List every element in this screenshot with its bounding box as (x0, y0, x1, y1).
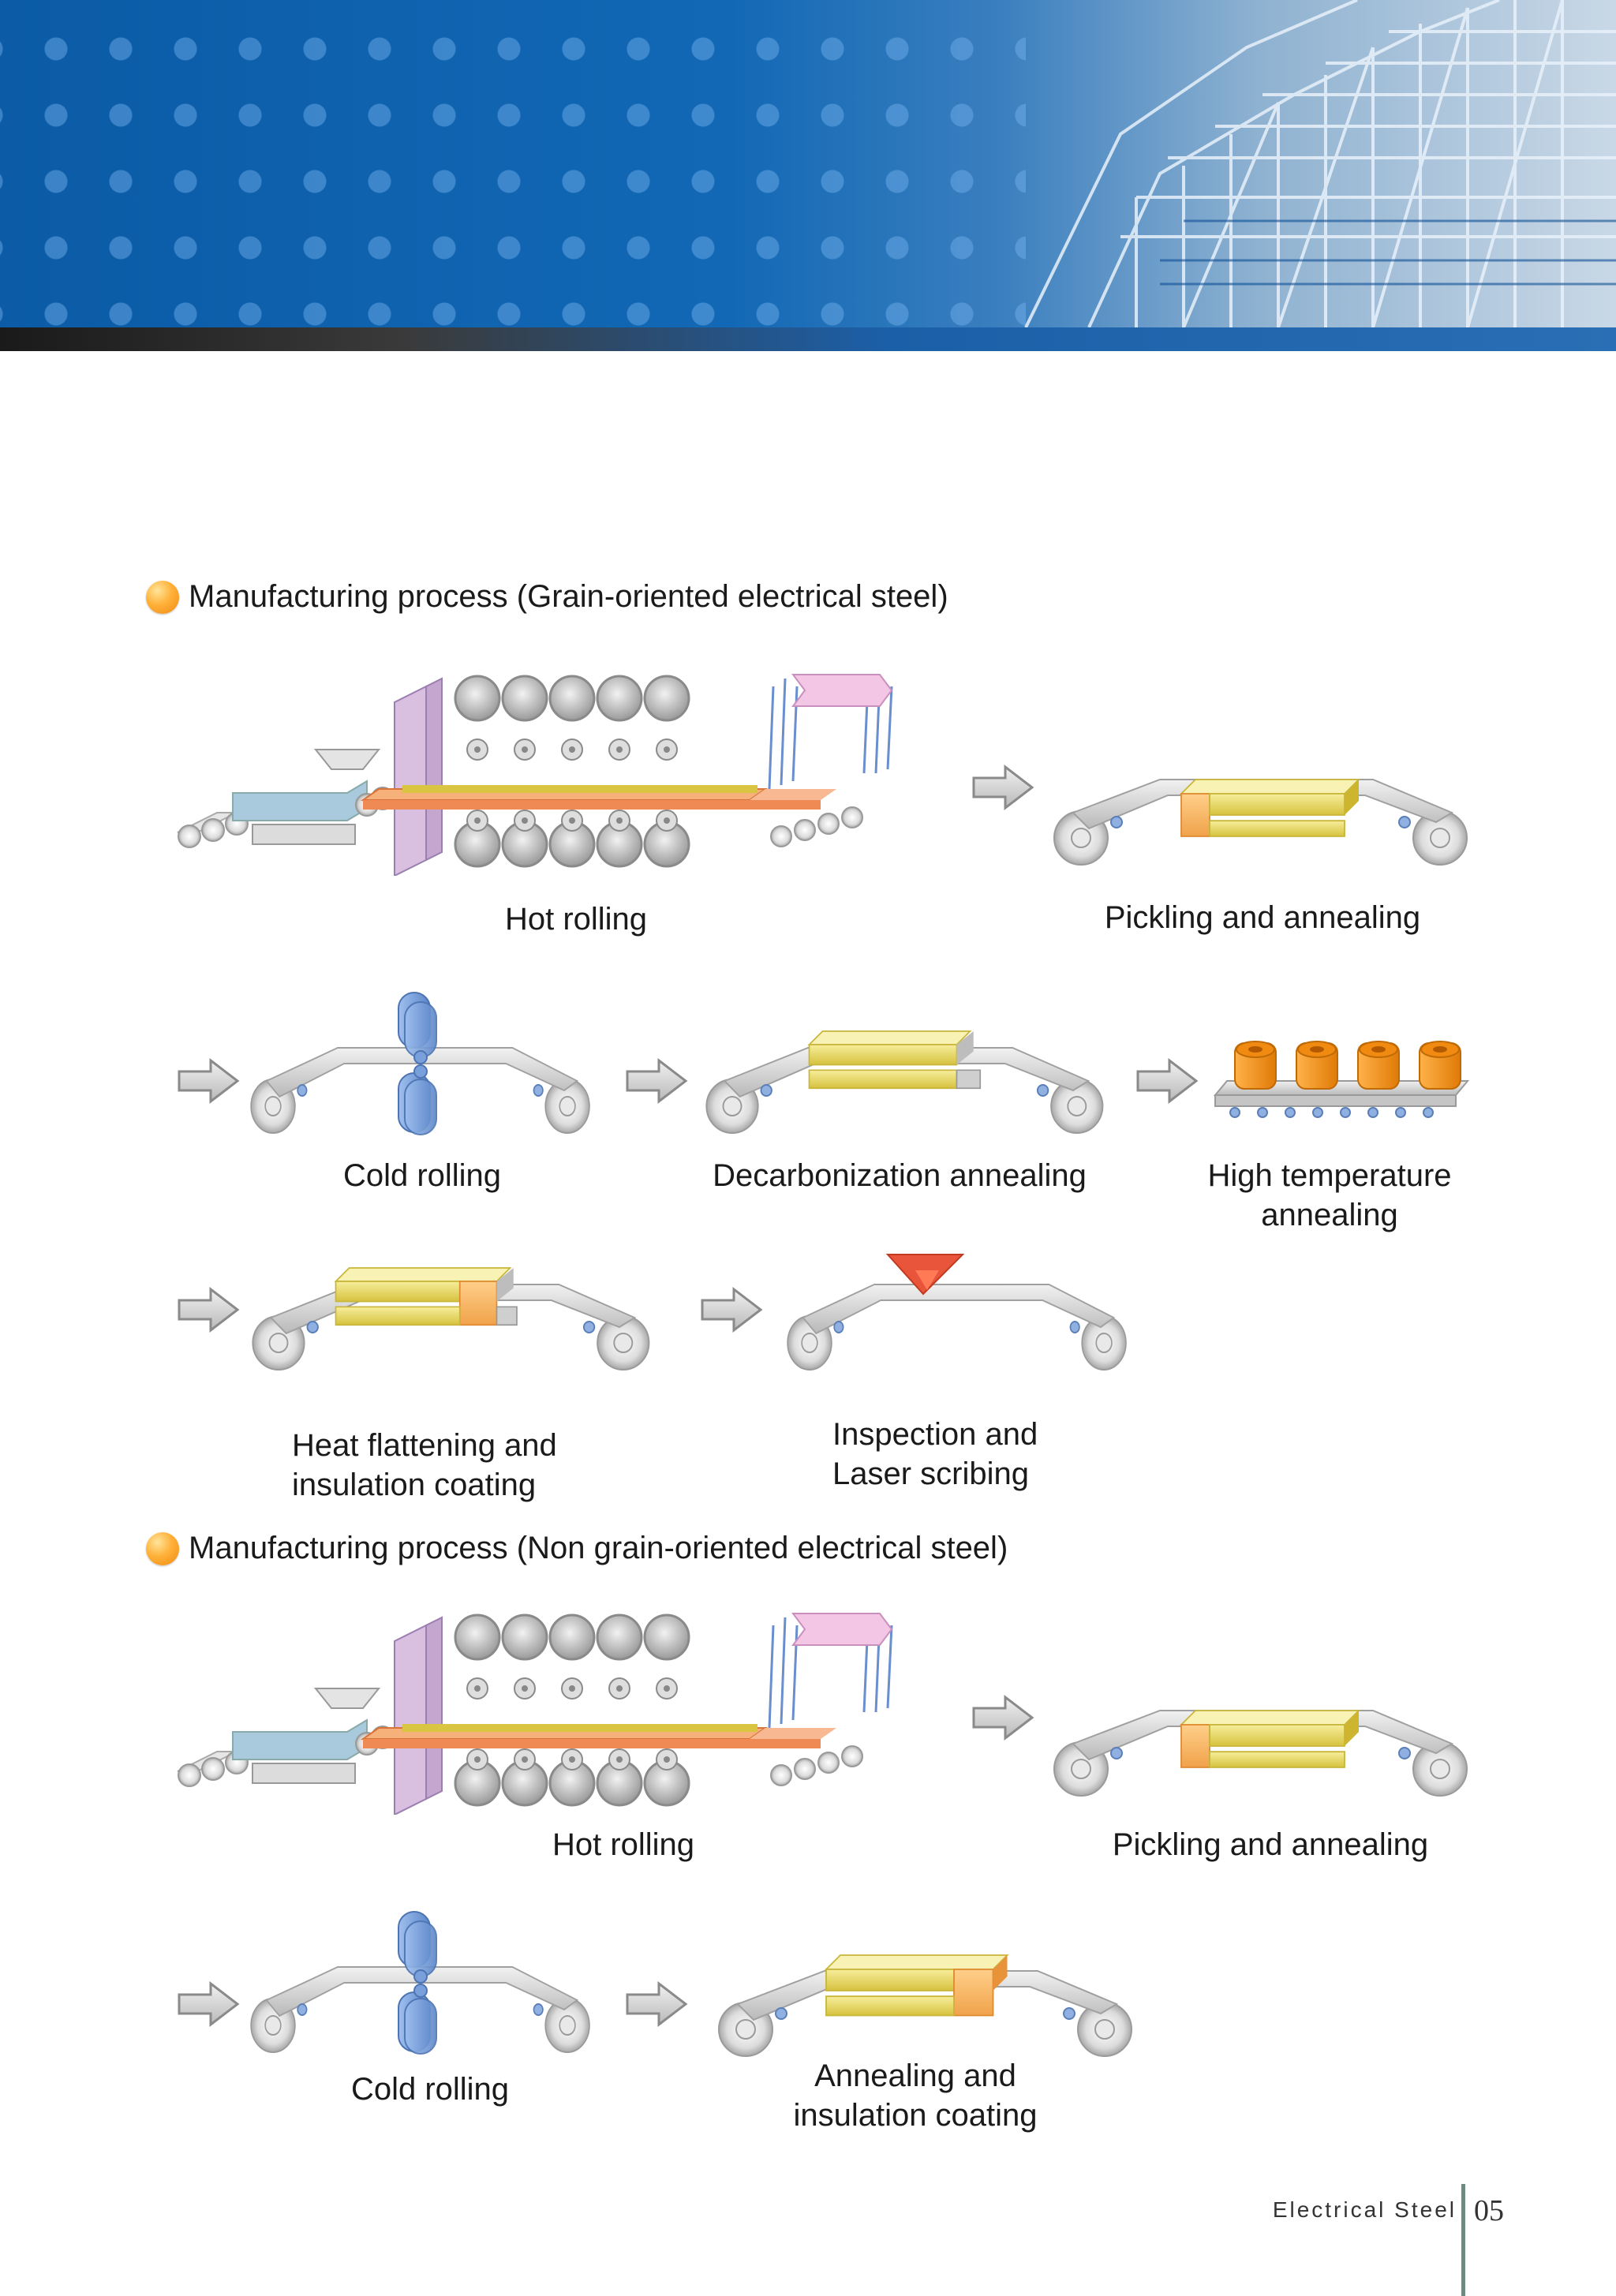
step-label-pickling-annealing: Pickling and annealing (1112, 1827, 1429, 1862)
hot-rolling-illustration (166, 1594, 955, 1815)
annealing-insulation-coating-illustration (718, 1954, 1132, 2057)
high-temperature-annealing-illustration (1213, 1041, 1470, 1118)
arrow-right-icon (1136, 1057, 1199, 1105)
decarbonization-annealing-illustration (705, 1030, 1104, 1134)
arrow-right-icon (626, 1057, 689, 1105)
page-number: 05 (1474, 2194, 1504, 2227)
step-label-decarbonization-annealing: Decarbonization annealing (713, 1158, 1087, 1193)
banner-bottom-bar (0, 327, 1616, 351)
step-label-cold-rolling: Cold rolling (350, 2072, 510, 2107)
header-banner (0, 0, 1616, 327)
arrow-right-icon (972, 764, 1035, 811)
orange-bullet-icon (146, 580, 179, 614)
step-label-hot-rolling: Hot rolling (504, 902, 648, 937)
heat-flattening-coating-illustration (252, 1267, 650, 1370)
orange-bullet-icon (146, 1531, 179, 1565)
section-title-grain-oriented: Manufacturing process (Grain-oriented el… (146, 579, 948, 615)
section-title-text: Manufacturing process (Non grain-oriente… (189, 1531, 1008, 1565)
step-label-pickling-annealing: Pickling and annealing (1104, 900, 1421, 935)
step-label-hot-rolling: Hot rolling (552, 1827, 695, 1862)
hot-rolling-illustration (166, 655, 955, 876)
arrow-right-icon (972, 1694, 1035, 1741)
footer-divider (1461, 2184, 1465, 2296)
banner-dot-pattern (0, 0, 1026, 327)
step-label-inspection-laser: Inspection and Laser scribing (832, 1417, 1038, 1491)
step-label-heat-flattening: Heat flattening and insulation coating (292, 1428, 557, 1502)
footer-document-title: Electrical Steel (1272, 2197, 1457, 2222)
arrow-right-icon (178, 1057, 241, 1105)
arrow-right-icon (626, 1980, 689, 2028)
arrow-right-icon (701, 1286, 764, 1333)
inspection-laser-scribing-illustration (787, 1254, 1127, 1370)
cold-rolling-illustration (250, 992, 590, 1135)
industrial-building-graphic (1024, 0, 1616, 327)
step-label-annealing-insulation: Annealing and insulation coating (793, 2059, 1038, 2133)
pickling-annealing-illustration (1042, 750, 1483, 876)
arrow-right-icon (178, 1286, 241, 1333)
cold-rolling-illustration (250, 1911, 590, 2055)
step-label-cold-rolling: Cold rolling (342, 1158, 502, 1193)
section-title-text: Manufacturing process (Grain-oriented el… (189, 579, 948, 614)
section-title-non-grain-oriented: Manufacturing process (Non grain-oriente… (146, 1531, 1008, 1566)
pickling-annealing-illustration (1042, 1681, 1483, 1807)
arrow-right-icon (178, 1980, 241, 2028)
step-label-high-temperature-annealing: High temperature annealing (1207, 1158, 1452, 1232)
